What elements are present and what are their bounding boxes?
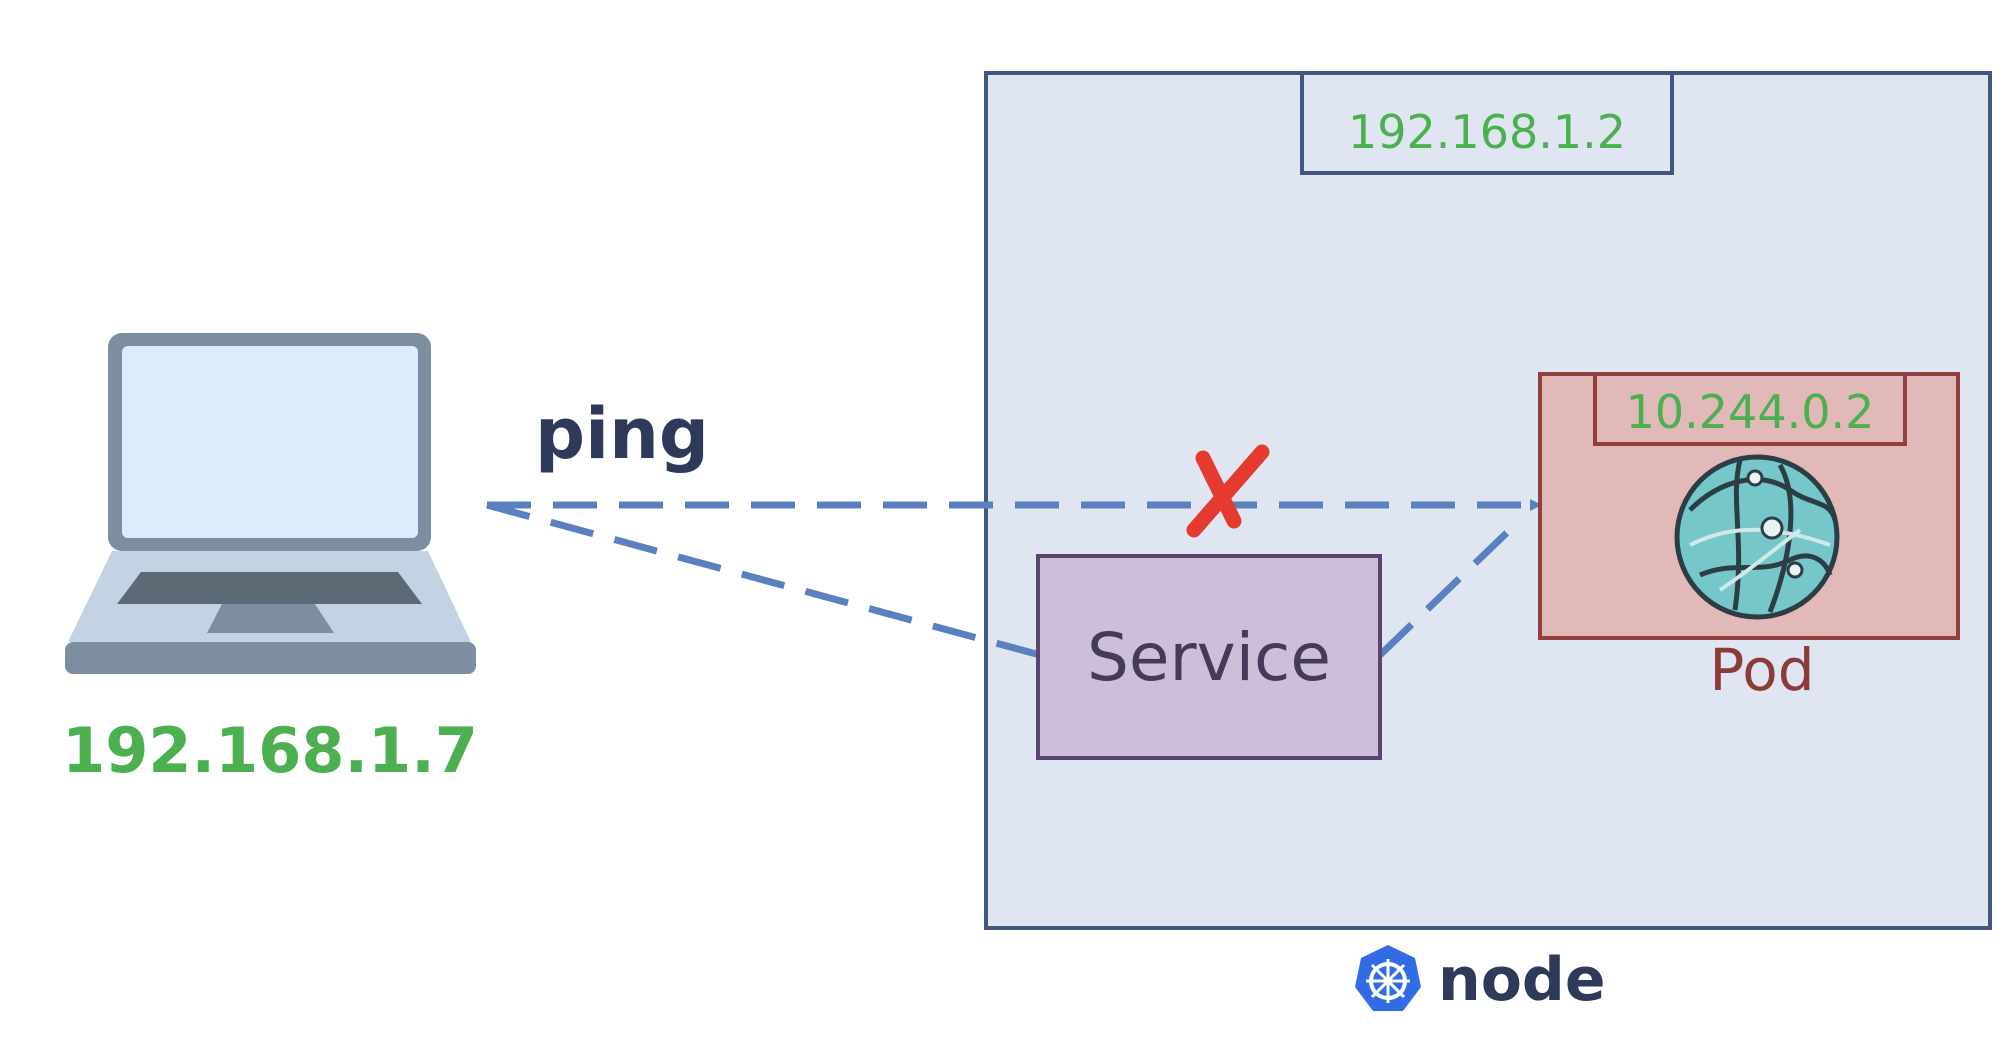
service-label: Service [1087, 619, 1331, 696]
kubernetes-helm-icon [1355, 945, 1421, 1011]
pod-ip-tag [1593, 372, 1907, 446]
pod-ip: 10.244.0.2 [1626, 385, 1875, 439]
laptop-to-service-arrow [486, 501, 1041, 659]
connection-arrows [486, 499, 1542, 659]
node-ip-tag: 192.168.1.2 [1300, 71, 1674, 175]
pod-label: Pod [1709, 636, 1814, 704]
service-box: Service [1036, 554, 1382, 760]
laptop-ip: 192.168.1.7 [62, 714, 478, 787]
pod-globe-icon [1674, 454, 1840, 620]
red-x-icon [1186, 444, 1270, 538]
ping-label: ping [535, 393, 709, 475]
node-ip: 192.168.1.2 [1348, 105, 1626, 159]
node-label: node [1438, 945, 1606, 1015]
laptop-icon [65, 333, 476, 674]
service-to-pod-arrow [1377, 517, 1523, 658]
